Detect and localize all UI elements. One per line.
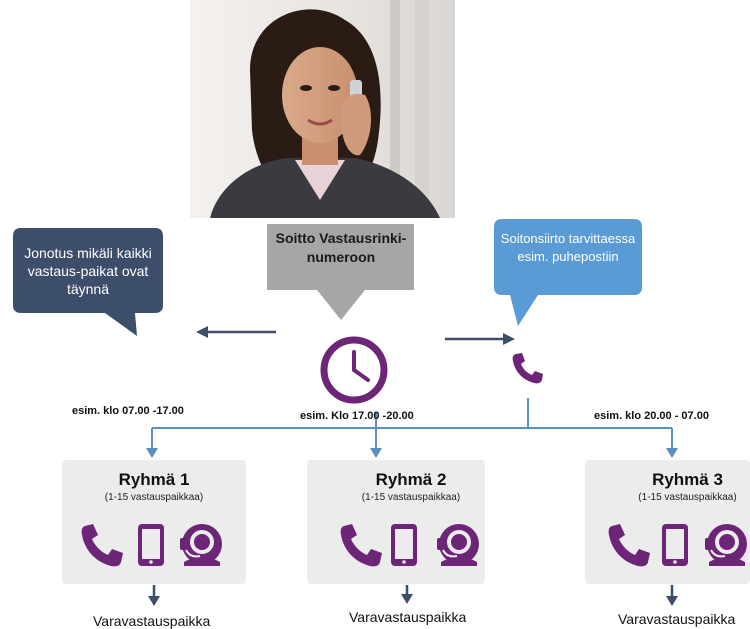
clock-icon [320, 336, 388, 404]
group-title: Ryhmä 2 [375, 470, 447, 489]
phone-icon [608, 524, 650, 567]
group-icons [340, 524, 479, 567]
group-card-3: Ryhmä 3 (1-15 vastauspaikkaa) [585, 460, 750, 584]
group-card-2: Ryhmä 2 (1-15 vastauspaikkaa) [307, 460, 485, 584]
right-callout-text: Soitonsiirto tarvittaessa esim. puhepost… [500, 231, 636, 264]
headset-icon [705, 524, 747, 566]
left-callout-text: Jonotus mikäli kaikki vastaus-paikat ova… [24, 245, 152, 297]
headset-icon [437, 524, 479, 566]
group-subtitle: (1-15 vastauspaikkaa) [638, 492, 737, 503]
mobile-icon [138, 524, 164, 566]
group-card-1: Ryhmä 1 (1-15 vastauspaikkaa) [62, 460, 246, 584]
headset-icon [180, 524, 222, 566]
group-subtitle: (1-15 vastauspaikkaa) [361, 492, 461, 503]
right-callout-shape [494, 219, 642, 326]
reserve-label-2: Varavastauspaikka [349, 609, 467, 625]
phone-icon [81, 524, 123, 567]
group-title: Ryhmä 1 [118, 470, 190, 489]
time-label-center: esim. Klo 17.00 -20.00 [300, 410, 414, 422]
time-label-right: esim. klo 20.00 - 07.00 [594, 410, 709, 422]
left-callout-shape [13, 228, 163, 336]
phone-icon [340, 524, 382, 567]
group-icons [81, 524, 222, 567]
woman-on-phone-photo [190, 0, 455, 218]
reserve-label-1: Varavastauspaikka [93, 613, 211, 629]
group-subtitle: (1-15 vastauspaikkaa) [104, 492, 204, 503]
mobile-icon [391, 524, 417, 566]
group-icons [608, 524, 747, 567]
mobile-icon [662, 524, 688, 566]
call-box-text: Soitto Vastausrinki-numeroon [275, 230, 407, 265]
time-label-left: esim. klo 07.00 -17.00 [72, 405, 184, 417]
phone-icon [512, 353, 543, 384]
reserve-label-3: Varavastauspaikka [618, 611, 736, 627]
group-title: Ryhmä 3 [652, 470, 723, 489]
call-box-shape [267, 224, 414, 320]
